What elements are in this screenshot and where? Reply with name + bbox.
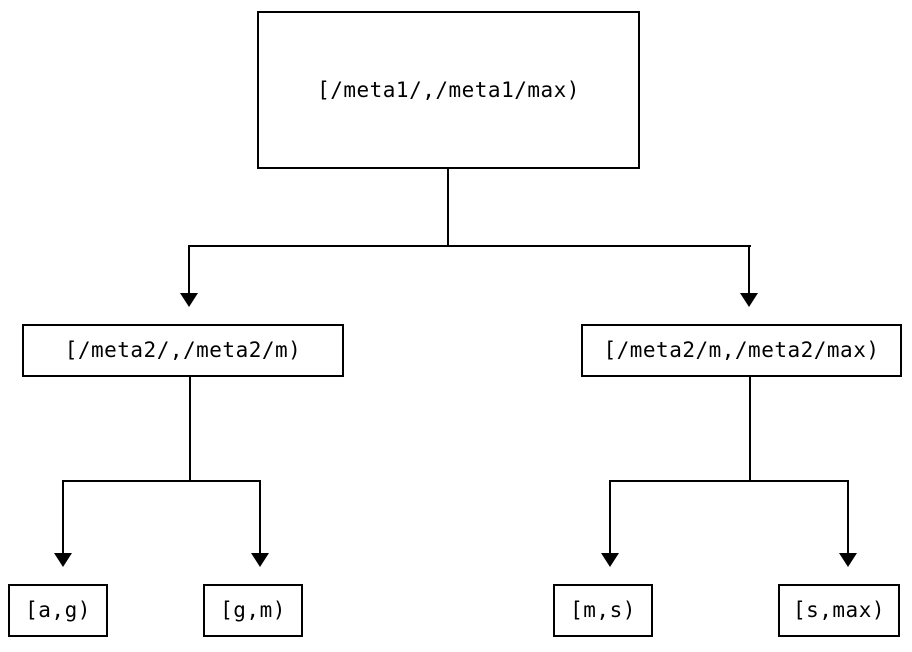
edge-left-to-leaf-ag-drop-line [62,480,64,553]
arrowhead-down-icon [601,553,619,567]
node-leaf-ag: [a,g) [8,584,108,637]
node-label: [s,max) [792,598,885,622]
node-leaf-ms: [m,s) [553,584,653,637]
arrowhead-down-icon [180,293,198,307]
edge-left-crossbar-line [62,480,261,482]
arrowhead-down-icon [740,293,758,307]
edge-root-to-left-drop-line [188,245,190,293]
edge-root-stem-line [447,169,449,246]
arrowhead-down-icon [251,553,269,567]
edge-root-to-right-drop-line [748,245,750,293]
edge-root-crossbar-line [188,245,751,247]
node-label: [a,g) [25,598,91,622]
node-leaf-smax: [s,max) [778,584,900,637]
node-label: [/meta2/,/meta2/m) [64,338,302,362]
edge-right-to-leaf-ms-drop-line [609,480,611,553]
edge-right-stem-line [749,377,751,482]
edge-right-crossbar-line [609,480,849,482]
edge-left-stem-line [189,377,191,482]
node-label: [/meta1/,/meta1/max) [317,77,580,102]
node-label: [g,m) [220,598,286,622]
edge-left-to-leaf-gm-drop-line [259,480,261,553]
node-left-subrange: [/meta2/,/meta2/m) [22,324,344,377]
node-root-range: [/meta1/,/meta1/max) [257,11,640,169]
edge-right-to-leaf-smax-drop-line [847,480,849,553]
arrowhead-down-icon [839,553,857,567]
node-label: [m,s) [570,598,636,622]
node-label: [/meta2/m,/meta2/max) [603,338,880,362]
node-leaf-gm: [g,m) [203,584,303,637]
node-right-subrange: [/meta2/m,/meta2/max) [581,324,902,377]
arrowhead-down-icon [54,553,72,567]
